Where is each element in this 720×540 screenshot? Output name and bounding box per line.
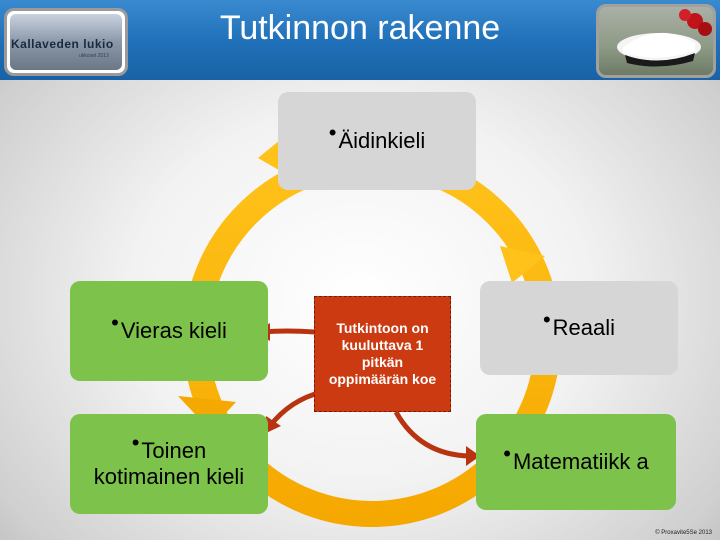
school-logo: Kallaveden lukio ukkoset 2013: [4, 8, 128, 76]
box-aidinkieli-label: Äidinkieli: [338, 128, 425, 153]
box-aidinkieli: •Äidinkieli: [278, 92, 476, 190]
box-toinen-kotimainen-label: Toinen kotimainen kieli: [94, 438, 244, 489]
box-vieras-kieli-label: Vieras kieli: [121, 318, 227, 343]
box-vieras-kieli: •Vieras kieli: [70, 281, 268, 381]
arrow-to-matematiikka: [396, 412, 470, 456]
logo-text: Kallaveden lukio: [11, 37, 123, 51]
box-reaali: •Reaali: [480, 281, 678, 375]
box-reaali-label: Reaali: [553, 315, 615, 340]
box-center-label: Tutkintoon on kuuluttava 1 pitkän oppimä…: [321, 320, 444, 388]
box-matematiikka: •Matematiikk a: [476, 414, 676, 510]
logo-subtext: ukkoset 2013: [79, 53, 109, 59]
box-toinen-kotimainen: •Toinen kotimainen kieli: [70, 414, 268, 514]
slide-title: Tutkinnon rakenne: [150, 8, 570, 48]
footer-copyright: © Proxavite5Se 2013: [655, 530, 712, 536]
graduation-cap-icon: [599, 7, 713, 75]
header-bar: Kallaveden lukio ukkoset 2013 Tutkinnon …: [0, 0, 720, 80]
box-matematiikka-label: Matematiikk a: [513, 449, 649, 474]
graduation-cap-photo: [596, 4, 716, 78]
arrow-to-vieras-kieli: [264, 331, 314, 332]
box-center-requirement: Tutkintoon on kuuluttava 1 pitkän oppimä…: [314, 296, 451, 412]
